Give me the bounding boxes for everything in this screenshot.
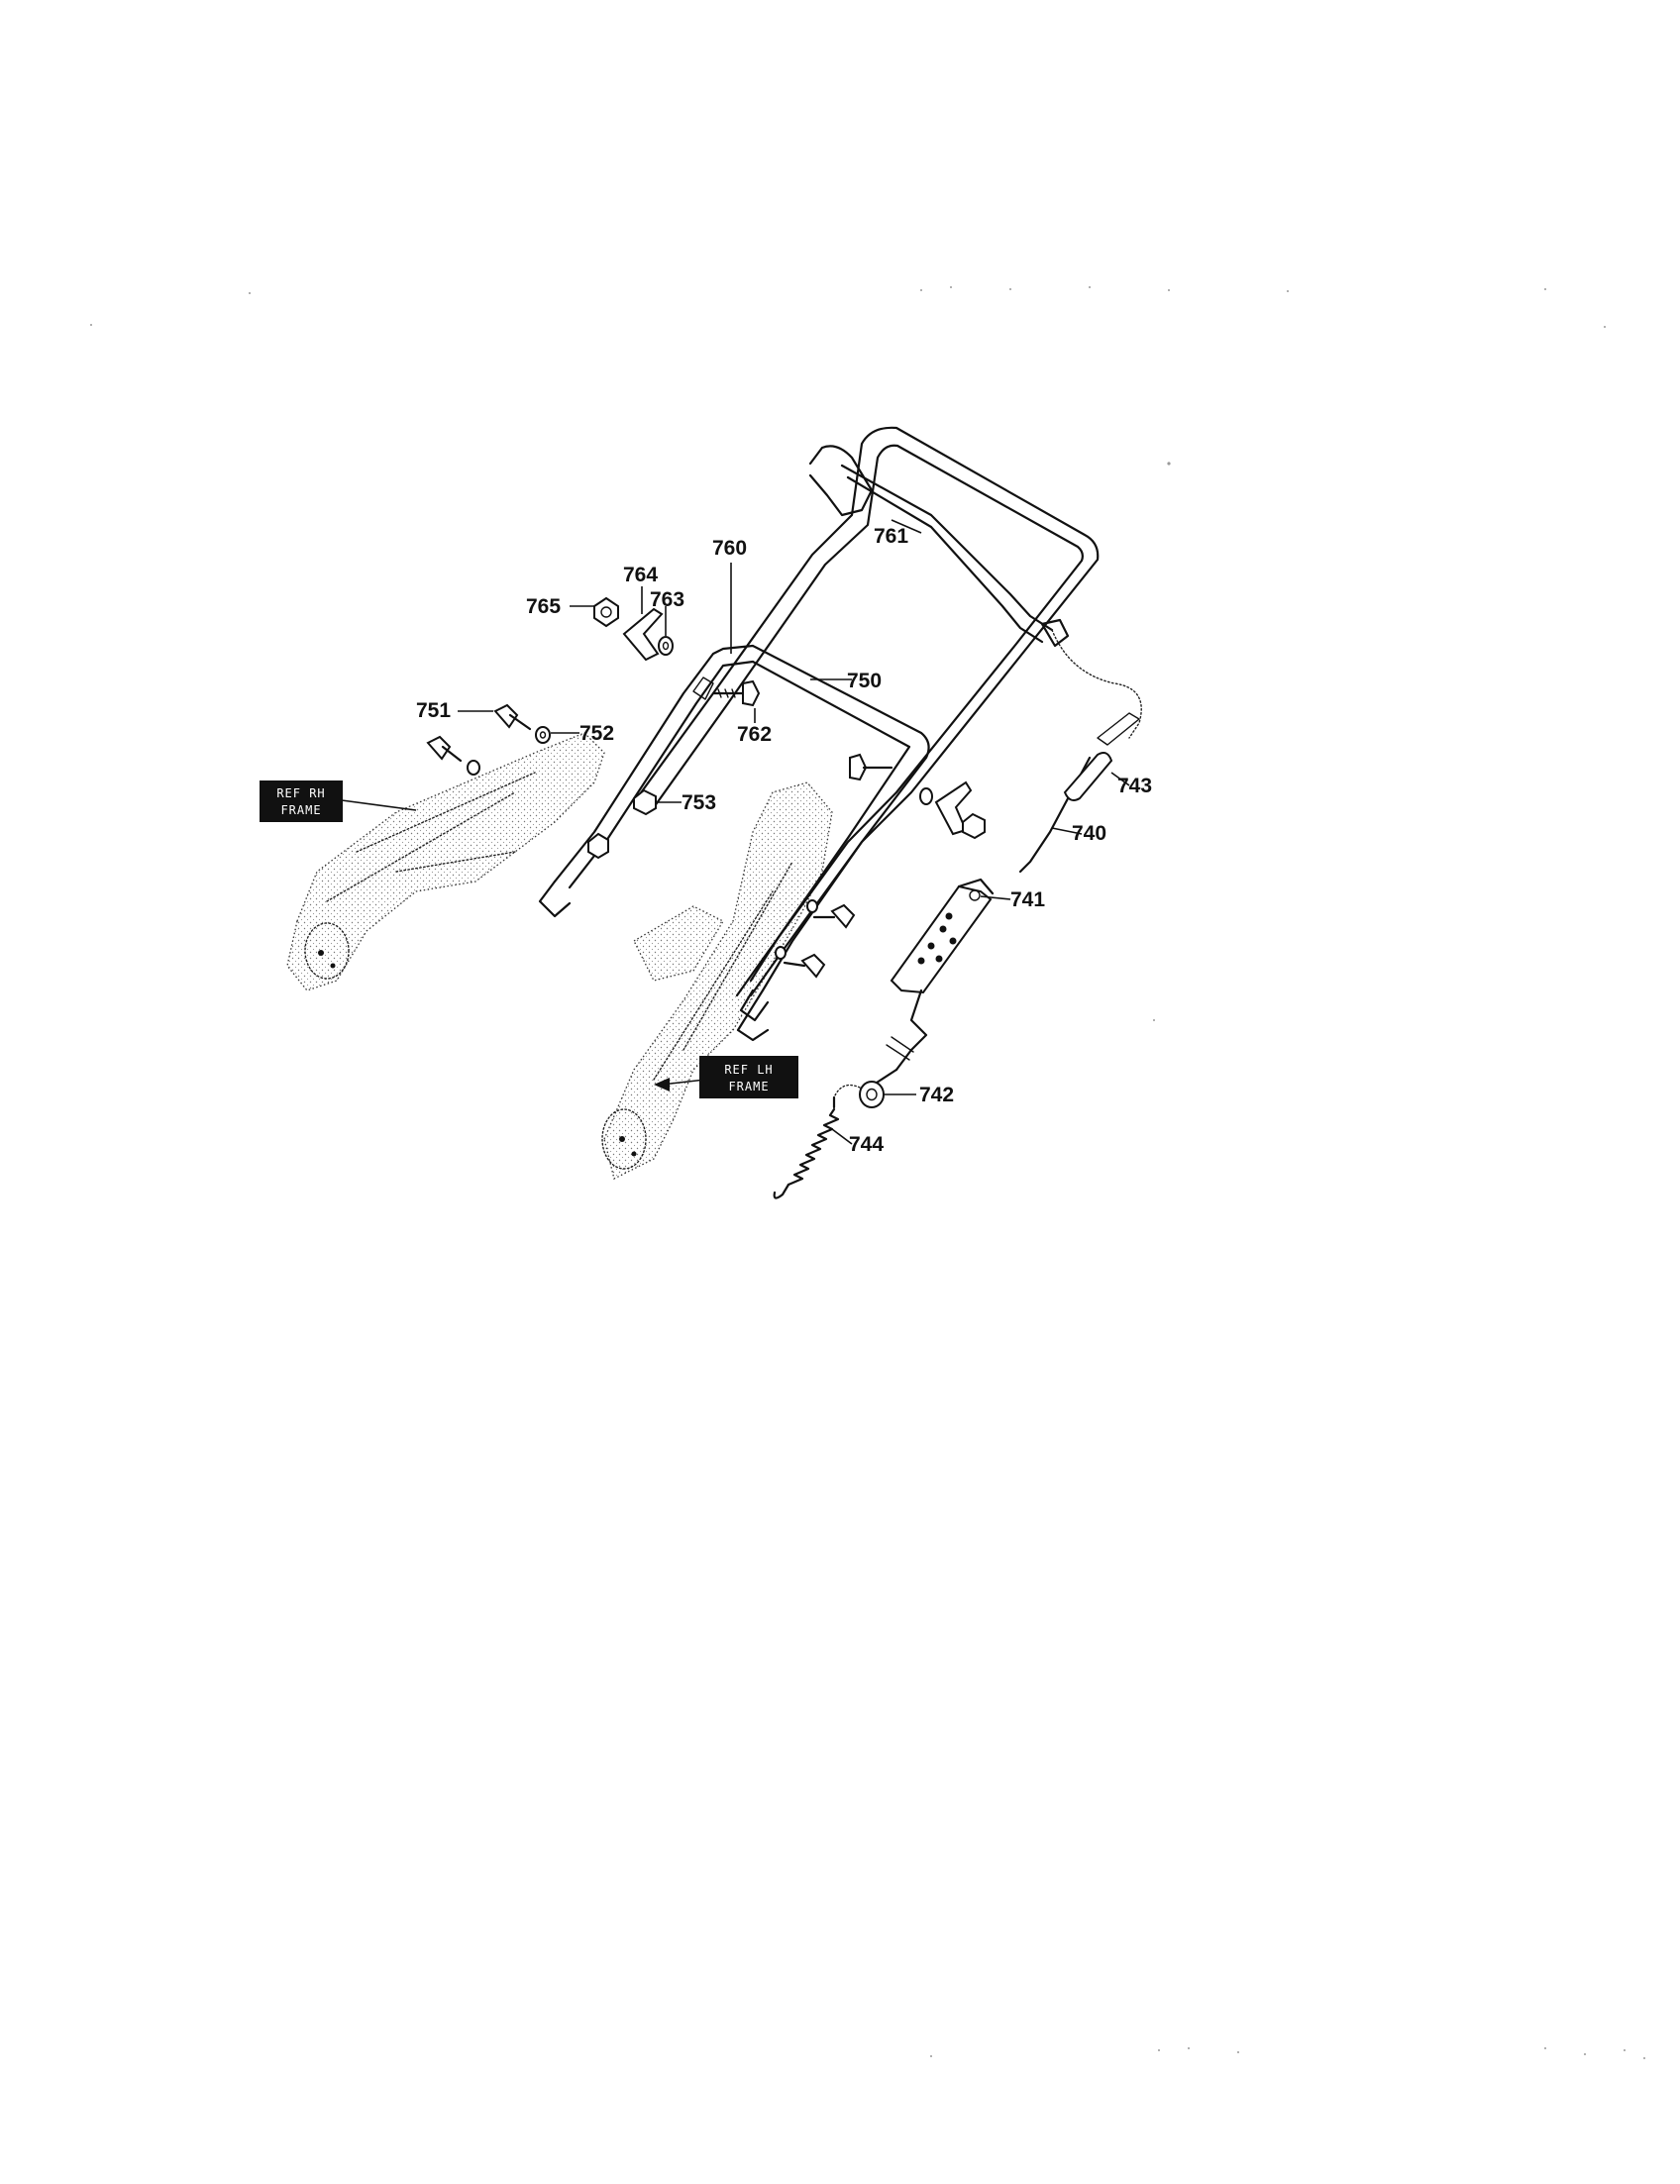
- callout-752: 752: [579, 722, 614, 745]
- ref-rh-line2: FRAME: [280, 803, 321, 817]
- nut-753-lower: [587, 832, 609, 860]
- callout-763: 763: [650, 588, 684, 611]
- control-bail-761: [808, 445, 1070, 648]
- bolt-751: [493, 703, 532, 731]
- ref-rh-frame-label: REF RH FRAME: [260, 780, 417, 822]
- cable-bracket-741: [890, 878, 995, 994]
- carriage-bolt-762: [711, 679, 761, 707]
- callout-751: 751: [416, 699, 451, 722]
- fastener-group-right: [775, 753, 986, 979]
- knob-right: [934, 780, 973, 836]
- callout-740: 740: [1072, 822, 1106, 845]
- lh-frame-reference: [601, 781, 833, 1180]
- washer-752-lower: [467, 760, 480, 776]
- washer-752: [535, 726, 551, 744]
- ref-lh-line1: REF LH: [724, 1063, 773, 1077]
- rh-frame-reference: [286, 732, 605, 991]
- nut-765: [593, 596, 619, 628]
- ref-lh-line2: FRAME: [728, 1080, 769, 1093]
- callout-760: 760: [712, 537, 747, 560]
- nut-753: [633, 788, 657, 816]
- callout-753: 753: [682, 791, 716, 814]
- carriage-bolt-right: [849, 753, 893, 781]
- callout-744: 744: [849, 1133, 884, 1156]
- nut-right: [962, 812, 986, 840]
- callout-761: 761: [874, 525, 908, 548]
- scan-specks: [90, 286, 1645, 2059]
- washer-763: [658, 636, 674, 656]
- ref-lh-frame-label: REF LH FRAME: [654, 1056, 798, 1098]
- callout-742: 742: [919, 1084, 954, 1106]
- callout-leaders: [458, 519, 1130, 1145]
- callout-764: 764: [623, 564, 658, 586]
- extension-spring-744: [773, 1084, 861, 1199]
- callout-743: 743: [1117, 775, 1152, 797]
- callout-labels: 765 764 763 760 761 750 762 751 752 753 …: [416, 525, 1152, 1156]
- fastener-group-left: [426, 596, 761, 860]
- callout-765: 765: [526, 595, 561, 618]
- callout-762: 762: [737, 723, 772, 746]
- bolts-frame-lh: [775, 899, 856, 979]
- knob-764: [622, 607, 664, 662]
- washer-right: [919, 787, 933, 805]
- callout-741: 741: [1010, 888, 1045, 911]
- callout-750: 750: [847, 670, 882, 692]
- bolt-751-lower: [426, 735, 463, 763]
- cable-lower-segment: [886, 988, 928, 1072]
- cable-boot-743: [1063, 752, 1113, 801]
- cable-eyelet-742: [859, 1068, 898, 1108]
- ref-rh-line1: REF RH: [276, 786, 325, 800]
